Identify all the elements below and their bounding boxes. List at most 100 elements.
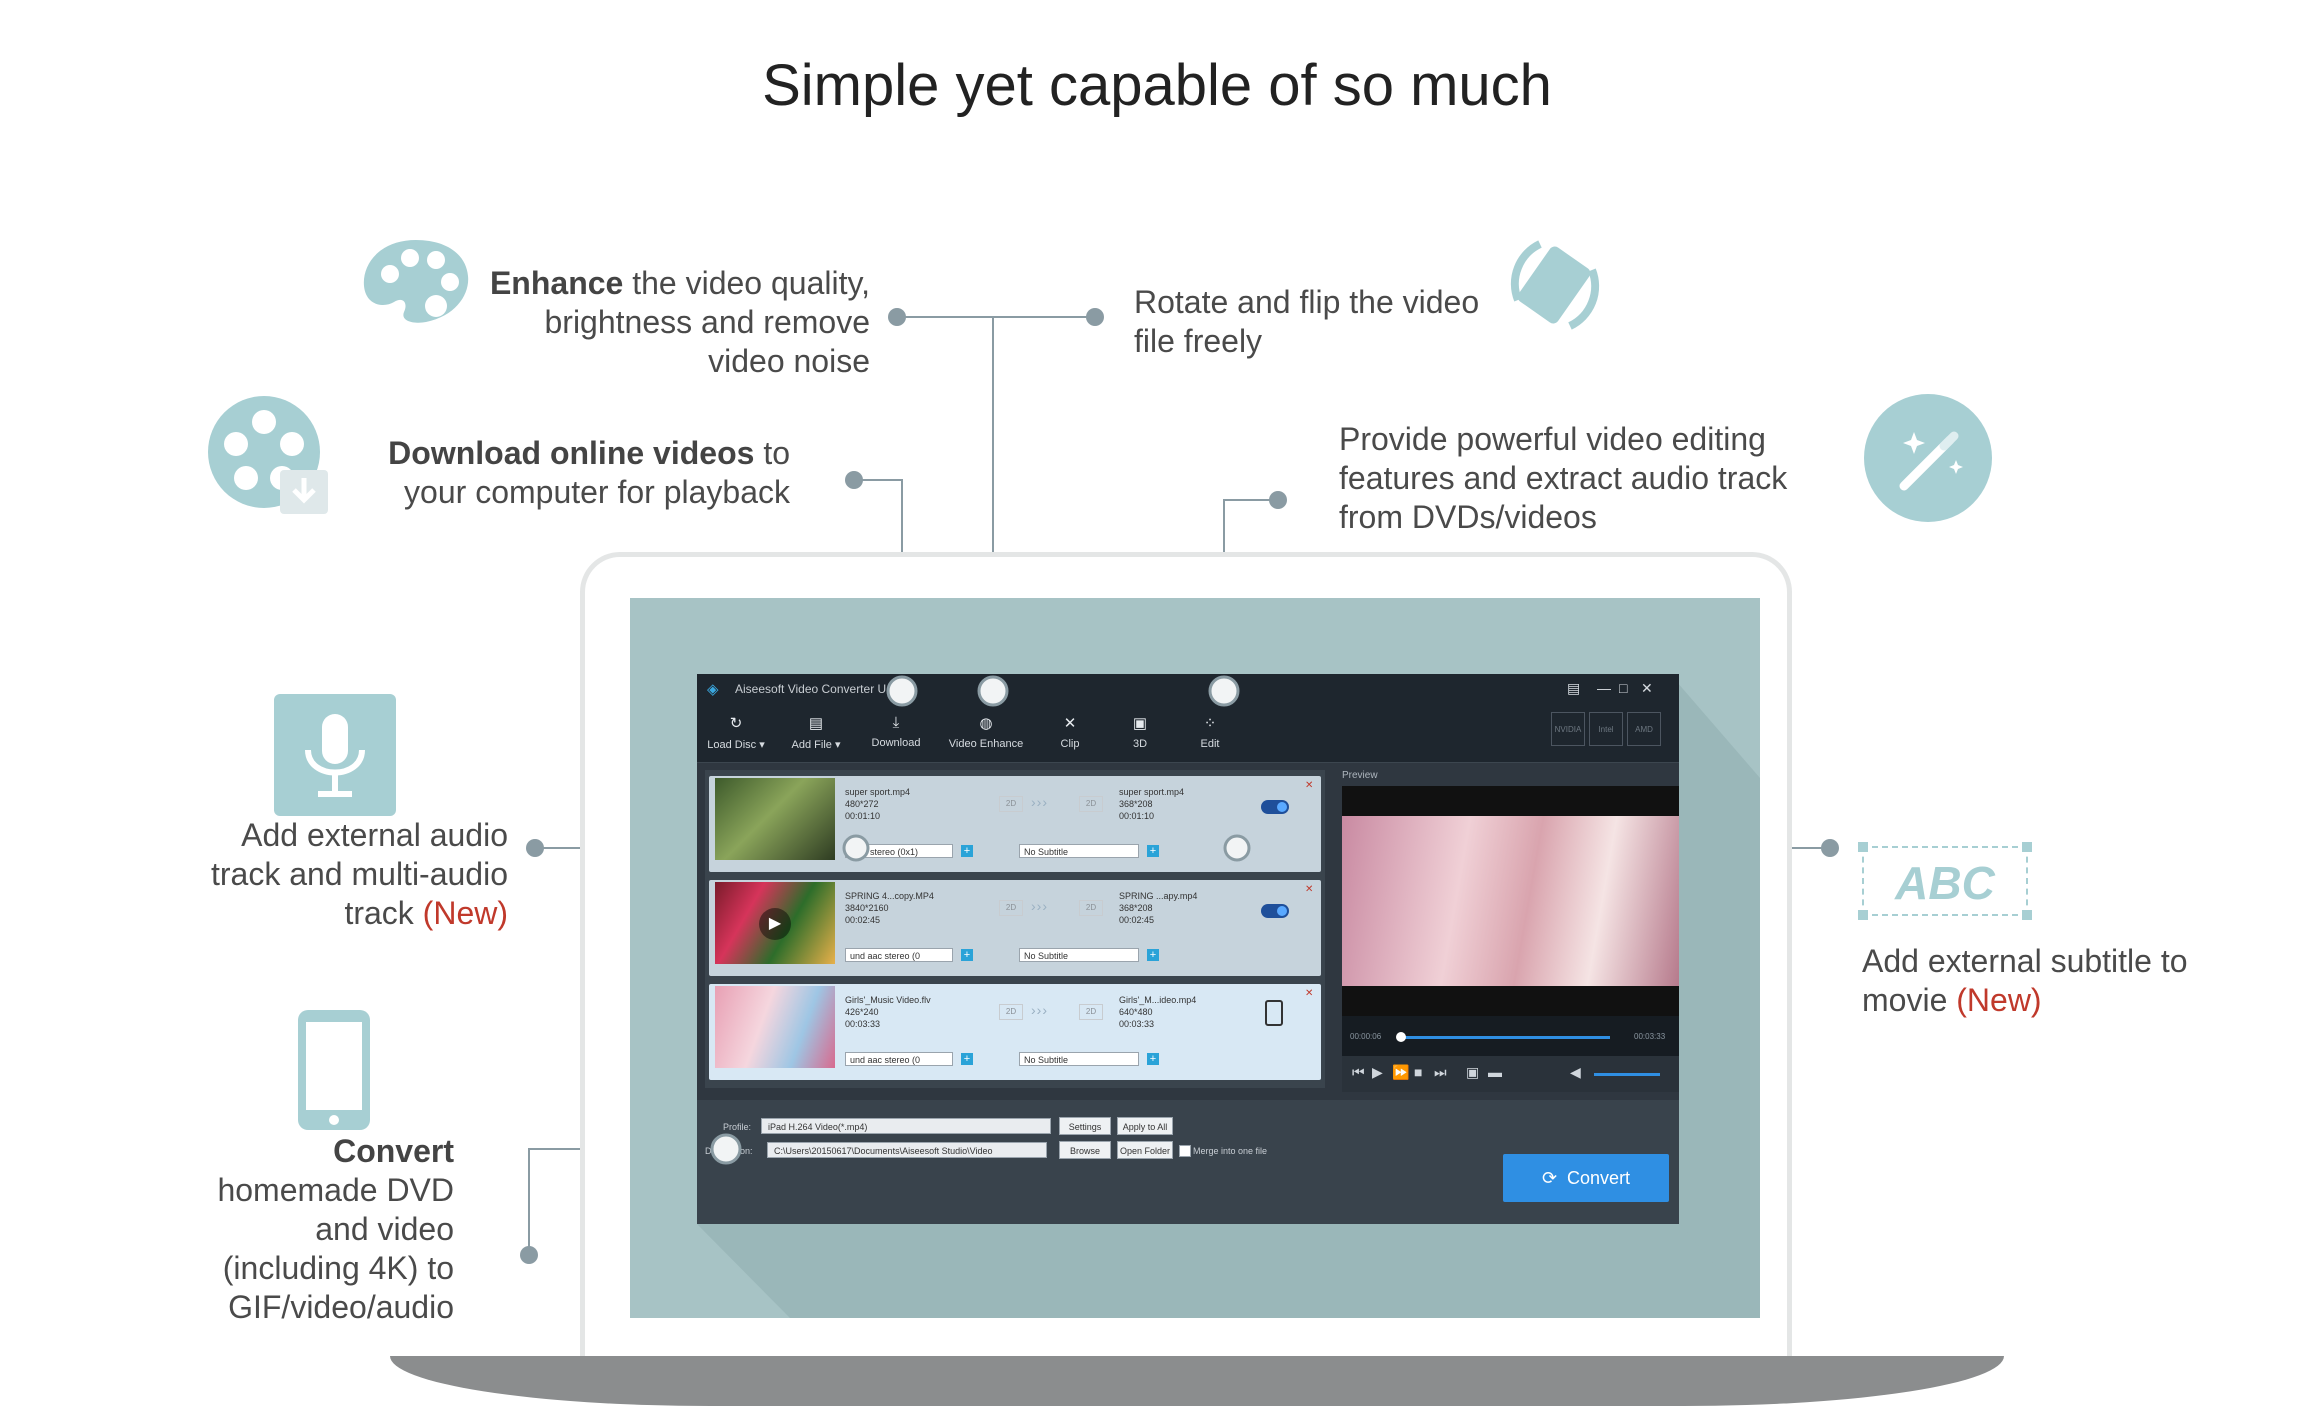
magic-wand-icon (1864, 394, 1992, 522)
output-info: super sport.mp4 368*208 00:01:10 (1119, 786, 1184, 822)
2d-badge: 2D (1079, 1004, 1103, 1020)
app-title: Aiseesoft Video Converter U (735, 682, 887, 696)
video-thumbnail (715, 778, 835, 860)
add-audio-icon[interactable]: + (961, 949, 973, 961)
file-row-selected[interactable]: Girls'_Music Video.flv 426*240 00:03:33 … (709, 984, 1321, 1080)
output-resolution: 368*208 (1119, 799, 1153, 809)
minimize-icon[interactable]: — (1597, 680, 1611, 696)
add-file-label: Add File ▾ (791, 739, 841, 751)
load-disc-icon: ↻ (729, 715, 743, 732)
output-info: Girls'_M...ideo.mp4 640*480 00:03:33 (1119, 994, 1196, 1030)
audio-track-select[interactable]: und aac stereo (0 (845, 948, 953, 962)
add-subtitle-icon[interactable]: + (1147, 949, 1159, 961)
callout-edit-line3: from DVDs/videos (1339, 499, 1597, 535)
seek-handle[interactable] (1396, 1032, 1406, 1042)
callout-audio-line1: Add external audio (241, 817, 508, 853)
apply-to-all-button[interactable]: Apply to All (1117, 1117, 1173, 1135)
skip-back-icon[interactable]: ⏮ (1352, 1064, 1365, 1080)
load-disc-button[interactable]: ↻ Load Disc ▾ (697, 704, 775, 762)
merge-checkbox[interactable] (1179, 1145, 1191, 1157)
feedback-icon[interactable]: ▤ (1567, 680, 1581, 696)
video-enhance-button[interactable]: ◍Video Enhance (941, 704, 1031, 762)
add-audio-icon[interactable]: + (961, 1053, 973, 1065)
callout-enhance-line1: the video quality, (623, 265, 870, 301)
callout-convert-line2: homemade DVD (217, 1172, 454, 1208)
device-icon[interactable] (1265, 1000, 1283, 1026)
callout-subtitle-line1: Add external subtitle to (1862, 943, 2188, 979)
output-name: Girls'_M...ideo.mp4 (1119, 995, 1197, 1005)
remove-row-icon[interactable]: ✕ (1305, 988, 1314, 999)
hardware-accel-toggle[interactable] (1261, 800, 1289, 814)
edit-button[interactable]: ⁘Edit (1171, 704, 1249, 762)
merge-label: Merge into one file (1193, 1146, 1268, 1156)
add-subtitle-icon[interactable]: + (1147, 845, 1159, 857)
play-icon[interactable]: ▶ (1372, 1064, 1383, 1080)
gpu-intel-badge: Intel (1589, 712, 1623, 746)
callout-convert-line4: (including 4K) to (222, 1250, 454, 1286)
play-icon[interactable]: ▶ (759, 908, 791, 940)
add-audio-icon[interactable]: + (961, 845, 973, 857)
rotate-icon (1510, 240, 1600, 330)
volume-slider[interactable] (1594, 1073, 1660, 1076)
convert-button[interactable]: ⟳Convert (1503, 1154, 1669, 1202)
maximize-icon[interactable]: □ (1619, 680, 1628, 696)
3d-label: 3D (1132, 738, 1148, 750)
playback-progress: 00:00:06 00:03:33 (1342, 1016, 1679, 1056)
download-button[interactable]: ⤓Download (857, 704, 935, 762)
add-file-button[interactable]: ▤ Add File ▾ (777, 704, 855, 762)
clip-button[interactable]: ✕Clip (1031, 704, 1109, 762)
download-icon: ⤓ (892, 714, 900, 731)
close-icon[interactable]: ✕ (1641, 680, 1653, 696)
3d-icon: ▣ (1132, 715, 1148, 732)
hardware-accel-toggle[interactable] (1261, 904, 1289, 918)
seek-bar[interactable] (1400, 1036, 1610, 1039)
file-list: super sport.mp4 480*272 00:01:10 2D ››› … (705, 770, 1325, 1088)
profile-select[interactable]: iPad H.264 Video(*.mp4) (761, 1118, 1051, 1134)
2d-badge: 2D (1079, 796, 1103, 812)
subtitle-select[interactable]: No Subtitle (1019, 844, 1139, 858)
output-duration: 00:02:45 (1119, 915, 1155, 925)
folder-icon[interactable]: ▬ (1488, 1064, 1502, 1080)
remove-row-icon[interactable]: ✕ (1305, 884, 1314, 895)
film-reel-download-icon (208, 396, 328, 514)
add-subtitle-icon[interactable]: + (1147, 1053, 1159, 1065)
add-file-icon: ▤ (808, 715, 824, 732)
file-row[interactable]: ▶ SPRING 4...copy.MP4 3840*2160 00:02:45… (709, 880, 1321, 976)
subtitle-select[interactable]: No Subtitle (1019, 948, 1139, 962)
audio-track-select[interactable]: und aac stereo (0 (845, 1052, 953, 1066)
source-name: SPRING 4...copy.MP4 (845, 891, 934, 901)
output-duration: 00:03:33 (1119, 1019, 1155, 1029)
source-duration: 00:01:10 (845, 811, 881, 821)
output-name: SPRING ...apy.mp4 (1119, 891, 1198, 901)
file-row[interactable]: super sport.mp4 480*272 00:01:10 2D ››› … (709, 776, 1321, 872)
gpu-amd-badge: AMD (1627, 712, 1661, 746)
current-time: 00:00:06 (1350, 1032, 1382, 1041)
subtitle-select[interactable]: No Subtitle (1019, 1052, 1139, 1066)
callout-download: Download online videos to your computer … (340, 434, 790, 512)
convert-refresh-icon: ⟳ (1541, 1168, 1558, 1188)
convert-arrows: ››› (1031, 794, 1048, 810)
destination-field[interactable]: C:\Users\20150617\Documents\Aiseesoft St… (767, 1142, 1047, 1158)
snapshot-icon[interactable]: ▣ (1466, 1064, 1480, 1080)
2d-badge: 2D (999, 900, 1023, 916)
remove-row-icon[interactable]: ✕ (1305, 780, 1314, 791)
output-name: super sport.mp4 (1119, 787, 1185, 797)
skip-end-icon[interactable]: ⏭ (1434, 1064, 1447, 1080)
source-resolution: 426*240 (845, 1007, 879, 1017)
volume-icon[interactable]: ◀ (1570, 1064, 1581, 1080)
callout-edit-line2: features and extract audio track (1339, 460, 1788, 496)
output-resolution: 368*208 (1119, 903, 1153, 913)
gpu-nvidia-badge: NVIDIA (1551, 712, 1585, 746)
open-folder-button[interactable]: Open Folder (1117, 1141, 1173, 1159)
toolbar: ↻ Load Disc ▾ ▤ Add File ▾ ⤓Download ◍Vide… (697, 704, 1679, 763)
stop-icon[interactable]: ■ (1414, 1064, 1423, 1080)
load-disc-label: Load Disc ▾ (707, 739, 765, 751)
smartphone-icon (298, 1010, 370, 1130)
callout-subtitle: Add external subtitle to movie (New) (1862, 942, 2282, 1020)
browse-button[interactable]: Browse (1059, 1141, 1111, 1159)
subtitle-abc-icon: ABC (1858, 842, 2032, 920)
3d-button[interactable]: ▣ 3D (1101, 704, 1179, 762)
callout-download-bold: Download online videos (388, 435, 755, 471)
settings-button[interactable]: Settings (1059, 1117, 1111, 1135)
fast-forward-icon[interactable]: ⏩ (1392, 1064, 1410, 1080)
